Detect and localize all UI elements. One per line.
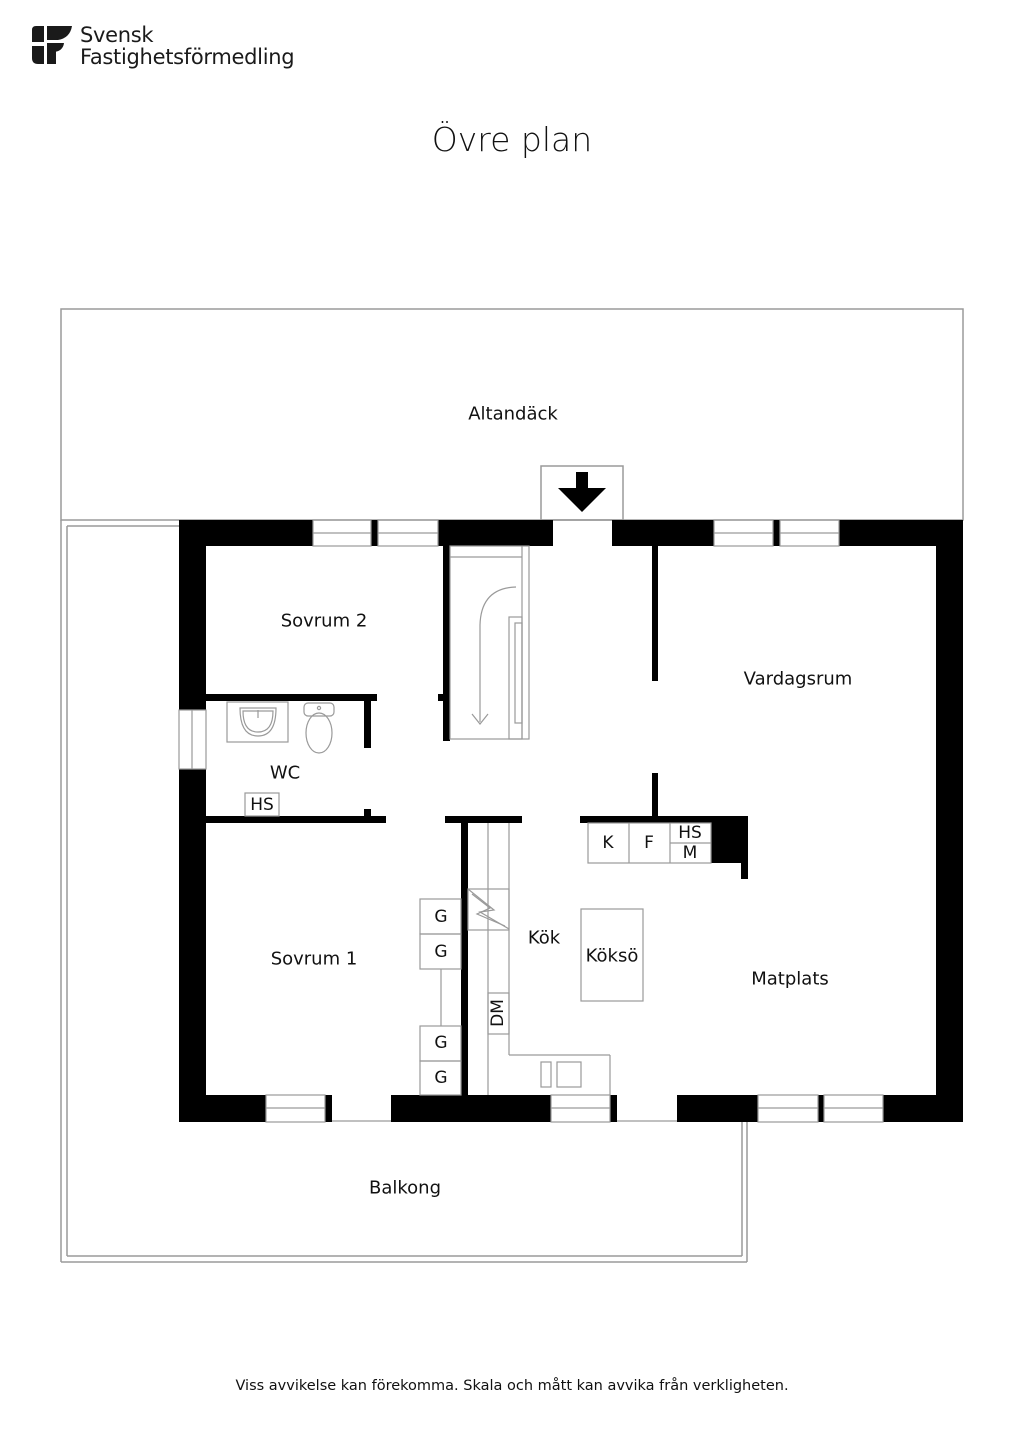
room-label-kokso: Köksö: [585, 945, 639, 967]
room-label-matplats: Matplats: [751, 968, 829, 990]
room-label-kok: Kök: [527, 927, 561, 949]
fixture-label-f: F: [644, 833, 654, 853]
room-label-wc: WC: [269, 762, 301, 784]
fixture-label-g1: G: [434, 907, 448, 927]
room-label-balkong: Balkong: [368, 1177, 442, 1199]
fixture-label-hs: HS: [678, 823, 702, 843]
brand-name-line1: Svensk: [80, 23, 154, 47]
brand-name-line2: Fastighetsförmedling: [80, 45, 295, 69]
fixture-label-g3: G: [434, 1033, 448, 1053]
brand-logo: Svensk Fastighetsförmedling: [30, 23, 295, 69]
room-label-sovrum-2: Sovrum 2: [280, 610, 368, 632]
fixture-label-wc-hs: HS: [250, 795, 274, 815]
fixture-label-m: M: [682, 843, 698, 863]
room-label-altandack: Altandäck: [468, 403, 558, 425]
page-title: Övre plan: [431, 120, 593, 159]
staircase: [449, 545, 530, 740]
disclaimer-footer: Viss avvikelse kan förekomma. Skala och …: [235, 1378, 789, 1394]
room-label-vardagsrum: Vardagsrum: [743, 668, 853, 690]
sf-logo-icon: [32, 26, 72, 64]
room-label-sovrum-1: Sovrum 1: [270, 948, 358, 970]
fixture-label-g4: G: [434, 1068, 448, 1088]
arrow-down-icon: [558, 472, 606, 512]
fixture-label-dm: DM: [488, 999, 508, 1027]
fixture-label-g2: G: [434, 942, 448, 962]
fixture-label-k: K: [602, 833, 614, 853]
